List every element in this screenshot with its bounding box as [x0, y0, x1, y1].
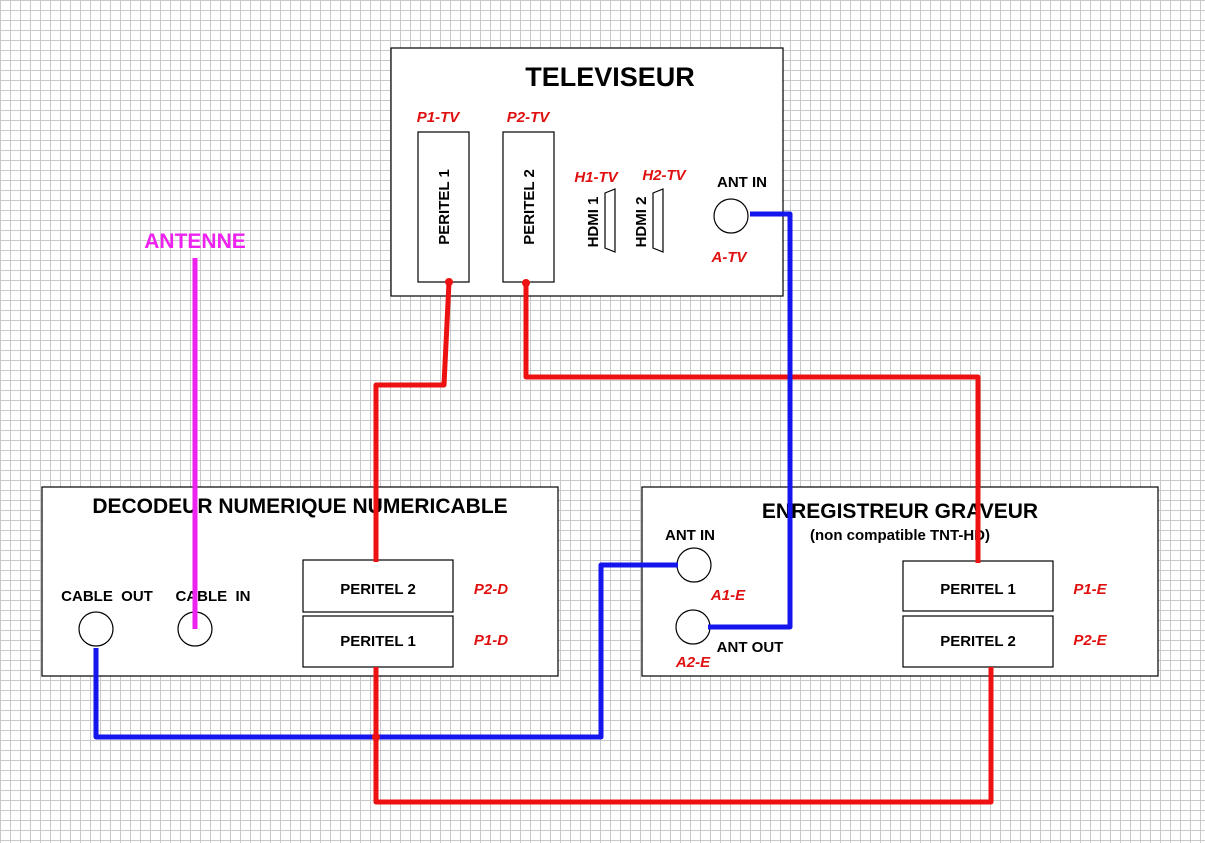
coax-cable-decoder-to-recorder-ant-in	[93, 562, 678, 740]
decoder-cable-out-port	[78, 611, 114, 647]
recorder-peritel-2-port	[902, 615, 1054, 668]
recorder-peritel-1-label: PERITEL 1	[940, 581, 1016, 598]
recorder-ant-in-port	[676, 547, 712, 583]
tv-p1-connector-dot	[445, 278, 453, 286]
tv-peritel-2-port	[502, 131, 555, 283]
tv-hdmi-1-label: HDMI 1	[585, 197, 602, 248]
decoder-box	[41, 486, 559, 677]
tag-p1-tv: P1-TV	[417, 109, 462, 126]
tv-p2-connector-dot	[522, 279, 530, 287]
decoder-unit: DECODEUR NUMERIQUE NUMERICABLE CABLE OUT…	[41, 486, 559, 677]
recorder-peritel-2-label: PERITEL 2	[940, 633, 1016, 650]
tag-a-tv: A-TV	[711, 249, 749, 266]
tag-p2-e: P2-E	[1073, 632, 1107, 649]
decoder-peritel-1-label: PERITEL 1	[340, 633, 416, 650]
recorder-box	[641, 486, 1159, 677]
tag-a1-e: A1-E	[710, 587, 746, 604]
decoder-peritel-2-port	[302, 559, 454, 613]
decoder-cable-out-label: CABLE OUT	[61, 588, 153, 605]
tag-p2-tv: P2-TV	[507, 109, 552, 126]
recorder-unit: ENREGISTREUR GRAVEUR (non compatible TNT…	[641, 486, 1159, 677]
scart-cable-tv-p1-to-decoder-p2	[373, 281, 452, 562]
scart-cable-tv-p2-to-recorder-p1	[523, 283, 981, 563]
tv-peritel-1-port	[417, 131, 470, 283]
decoder-title: DECODEUR NUMERIQUE NUMERICABLE	[92, 495, 507, 518]
recorder-peritel-1-port	[902, 560, 1054, 612]
recorder-ant-out-label: ANT OUT	[717, 639, 784, 656]
tag-p1-e: P1-E	[1073, 581, 1107, 598]
tv-peritel-1-label: PERITEL 1	[436, 169, 453, 245]
tv-peritel-2-label: PERITEL 2	[521, 169, 538, 245]
tv-hdmi-2-port	[652, 188, 664, 253]
tv-ant-in-port	[713, 198, 749, 234]
tv-hdmi-1-port	[604, 188, 616, 253]
tag-p2-d: P2-D	[474, 581, 508, 598]
tag-p1-d: P1-D	[474, 632, 508, 649]
tv-unit: TELEVISEUR P1-TV P2-TV PERITEL 1 PERITEL…	[390, 47, 784, 297]
tv-hdmi-2-label: HDMI 2	[633, 197, 650, 248]
recorder-ant-out-port	[675, 609, 711, 645]
coax-cable-recorder-ant-out-to-tv	[708, 211, 793, 630]
wire-crossing-dot	[372, 733, 380, 741]
tag-h2-tv: H2-TV	[642, 167, 687, 184]
antenna-label: ANTENNE	[144, 230, 246, 253]
tag-h1-tv: H1-TV	[574, 169, 619, 186]
recorder-subtitle: (non compatible TNT-HD)	[810, 527, 990, 544]
wires	[93, 211, 994, 805]
tv-title: TELEVISEUR	[525, 62, 695, 92]
tv-ant-in-label: ANT IN	[717, 174, 767, 191]
recorder-ant-in-label: ANT IN	[665, 527, 715, 544]
recorder-title: ENREGISTREUR GRAVEUR	[762, 500, 1038, 523]
tag-a2-e: A2-E	[675, 654, 711, 671]
decoder-cable-in-label: CABLE IN	[176, 588, 251, 605]
decoder-peritel-2-label: PERITEL 2	[340, 581, 416, 598]
